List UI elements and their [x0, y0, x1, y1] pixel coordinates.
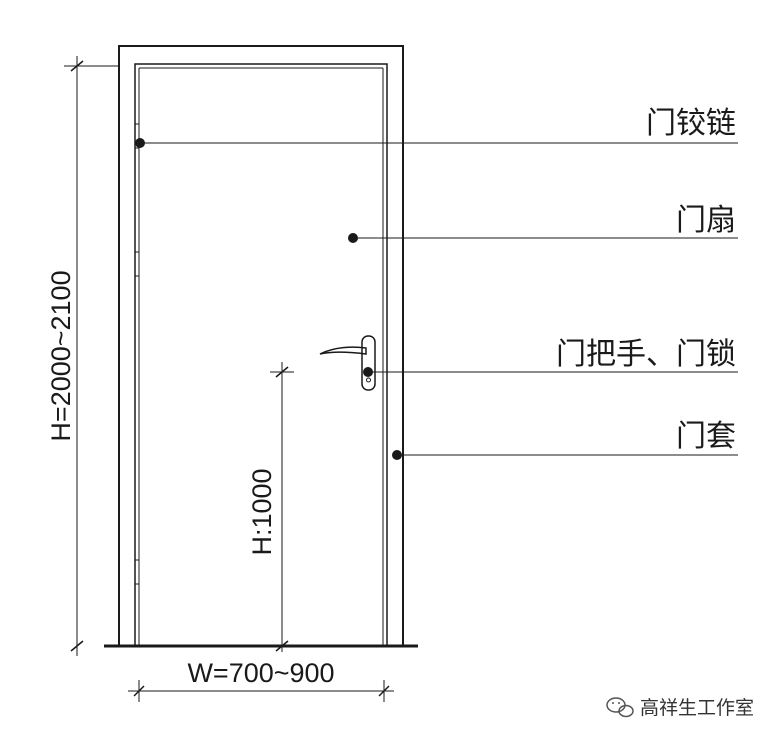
- door-casing-inner: [134, 63, 388, 647]
- hinge-bottom: [134, 559, 140, 585]
- width-dim-tick-left: [133, 685, 145, 697]
- hinge-middle: [134, 251, 140, 277]
- wechat-icon: [606, 697, 634, 718]
- handle-height-tick-bottom: [275, 640, 289, 652]
- width-range-text: W=700~900: [187, 658, 334, 688]
- width-dim-tick-right: [378, 685, 390, 697]
- handle-height-text: H:1000: [247, 468, 277, 555]
- watermark-text: 高祥生工作室: [640, 697, 754, 719]
- dot-leaf: [348, 233, 358, 243]
- dot-handle-lock: [363, 367, 373, 377]
- height-dim-tick-top: [70, 60, 84, 72]
- dot-hinge: [135, 138, 145, 148]
- label-hinge: 门铰链: [646, 106, 736, 141]
- lever-handle: [319, 346, 367, 355]
- label-casing: 门套: [676, 419, 736, 454]
- label-handle-lock: 门把手、门锁: [556, 337, 736, 372]
- height-dim-tick-bottom: [70, 640, 84, 652]
- handle-height-tick-top: [275, 366, 289, 378]
- lock-plate: [361, 335, 376, 391]
- lock-keyhole: [366, 377, 371, 383]
- hinge-top: [134, 123, 140, 149]
- label-leaf: 门扇: [676, 203, 736, 238]
- height-range-text: H=2000~2100: [46, 270, 76, 441]
- watermark: 高祥生工作室: [606, 697, 754, 719]
- dot-casing: [392, 450, 402, 460]
